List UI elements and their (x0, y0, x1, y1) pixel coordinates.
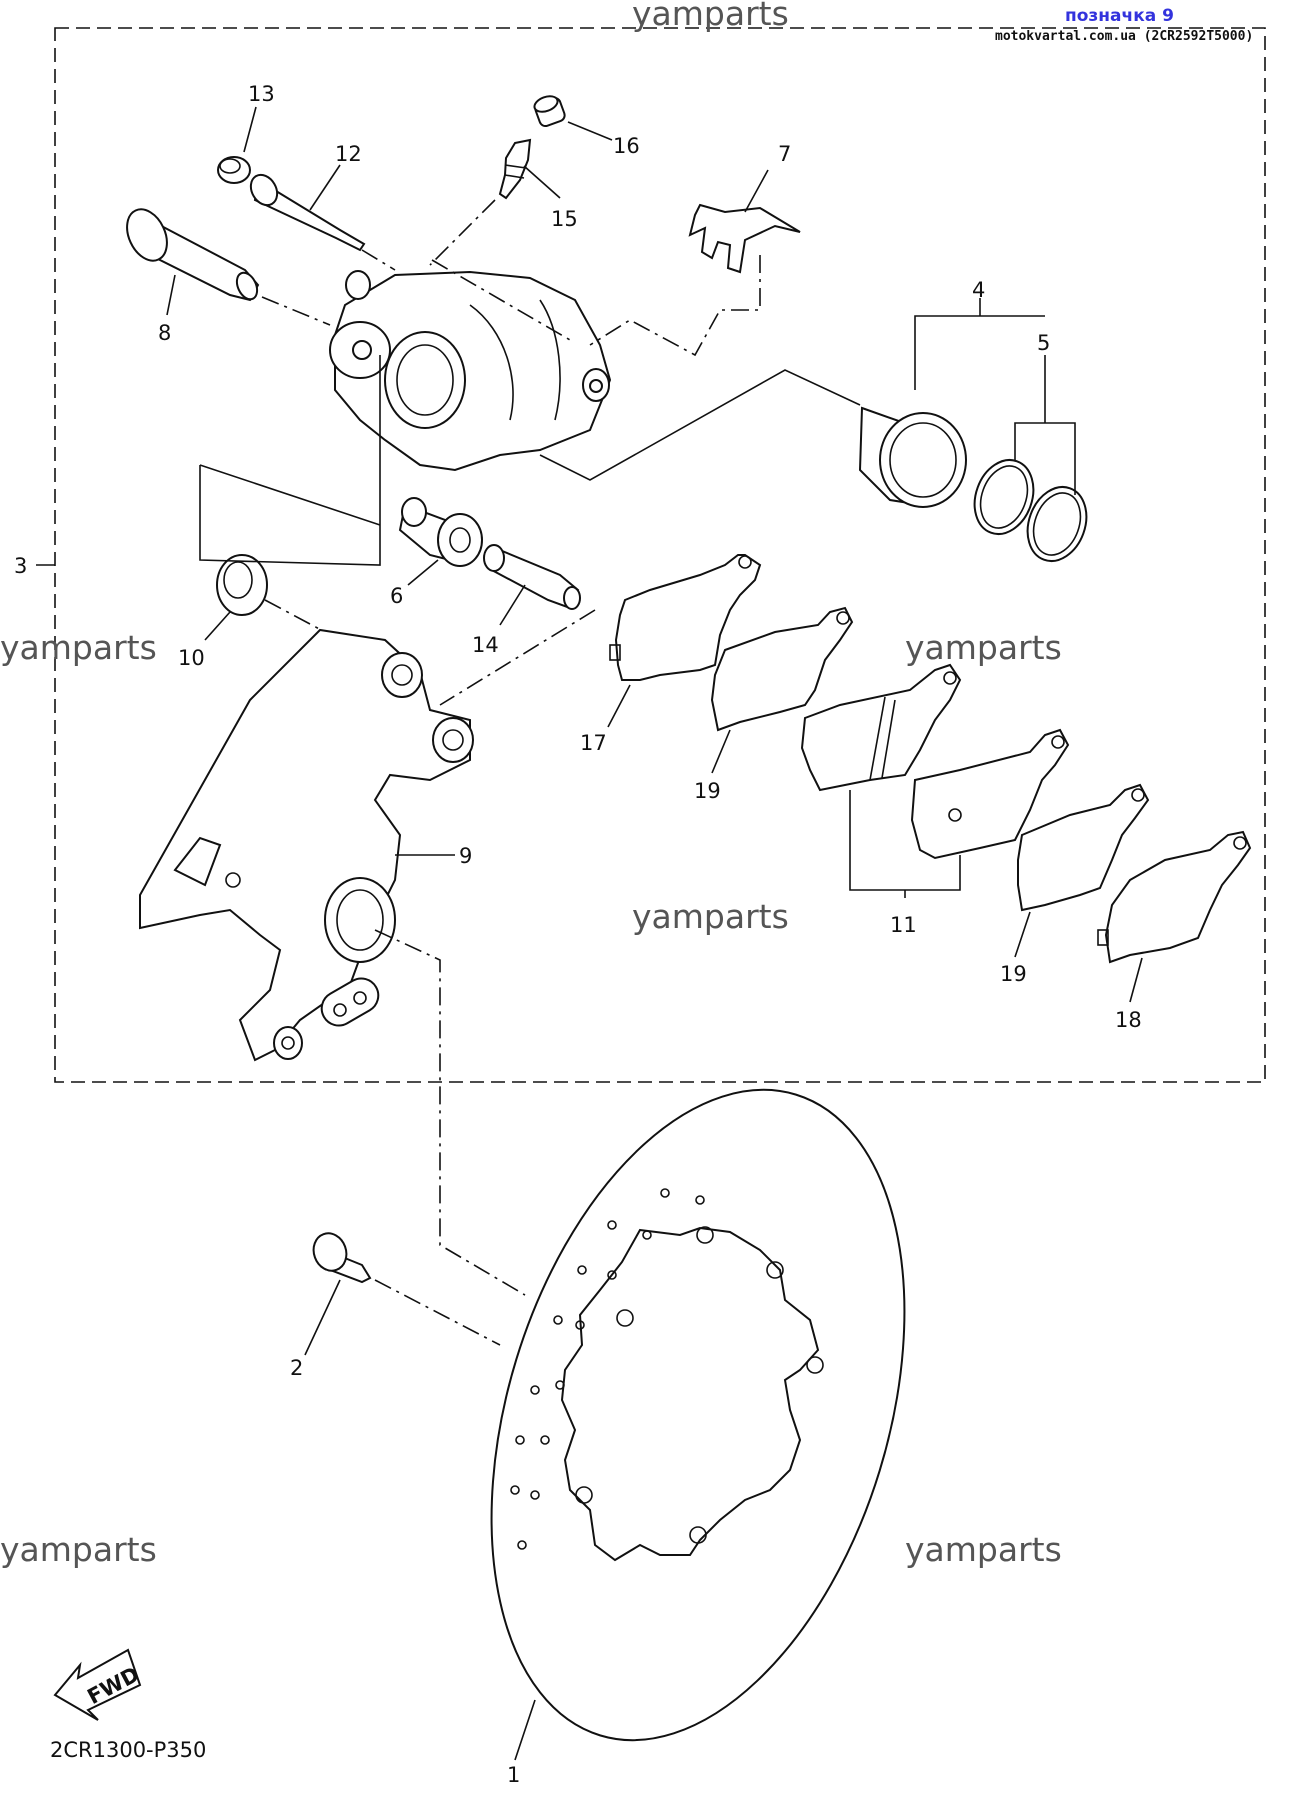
pad-shim (1017, 783, 1150, 912)
leader-disc-bolt (374, 1279, 501, 1346)
callout-19b: 19 (1000, 962, 1027, 986)
callout-10: 10 (178, 646, 205, 670)
leader-19 (711, 729, 731, 774)
leader-rotor (374, 929, 526, 1296)
leader-spring (589, 255, 761, 357)
callout-9: 9 (459, 844, 472, 868)
diagram-reference-code: 2CR1300-P350 (50, 1738, 206, 1762)
callout-4: 4 (972, 278, 985, 302)
tag-label: позначка 9 (1065, 6, 1174, 26)
leader-bolt2 (439, 609, 596, 706)
leader-8 (166, 274, 176, 316)
brake-pad (800, 663, 962, 792)
brake-disc (490, 1088, 906, 1742)
leader-bolt (261, 296, 331, 326)
callout-16: 16 (613, 134, 640, 158)
caliper-body (329, 270, 612, 472)
leader-10 (204, 611, 231, 641)
leader-17 (607, 684, 631, 728)
support-bolt (483, 544, 581, 610)
watermark: yamparts (0, 1530, 157, 1569)
callout-labels: 1 2 3 4 5 6 7 8 9 10 11 12 13 14 15 16 1… (14, 82, 1142, 1787)
leader-2 (304, 1279, 341, 1356)
leader-6 (407, 559, 439, 586)
callout-19a: 19 (694, 779, 721, 803)
dust-seal (1026, 486, 1088, 562)
callout-3: 3 (14, 554, 27, 578)
pad-shim (1097, 830, 1252, 964)
callout-17: 17 (580, 731, 607, 755)
caliper-assembly-frame (54, 27, 1266, 1083)
bleeder-cap (533, 95, 566, 128)
leader-bracket (199, 355, 381, 566)
leader-14 (499, 584, 526, 626)
leader-7 (744, 169, 769, 213)
pad-spring (688, 203, 801, 274)
caliper-bracket (139, 628, 474, 1062)
leader-15 (523, 165, 561, 199)
source-label: motokvartal.com.ua (2CR2592T5000) (995, 29, 1253, 44)
callout-18: 18 (1115, 1008, 1142, 1032)
watermark: yamparts (0, 628, 157, 667)
callout-11: 11 (890, 913, 917, 937)
leader-19 (1014, 911, 1031, 958)
slide-bolt (126, 208, 260, 302)
leader-16 (567, 121, 613, 141)
watermark: yamparts (905, 628, 1062, 667)
piston-seal (973, 459, 1035, 535)
leader-piston (539, 369, 861, 481)
pad-shim (609, 554, 762, 681)
leader-1 (514, 1699, 536, 1761)
callout-6: 6 (390, 584, 403, 608)
brake-pad (910, 728, 1070, 860)
pin-plug (217, 156, 251, 184)
leader-bracket (199, 464, 381, 526)
leader-pin (361, 249, 396, 271)
leader-12 (309, 164, 341, 211)
callout-15: 15 (551, 207, 578, 231)
watermark: yamparts (632, 0, 789, 33)
sleeve (398, 497, 483, 567)
caliper-piston (858, 406, 967, 508)
callout-12: 12 (335, 142, 362, 166)
pad-pin (249, 173, 366, 252)
callout-14: 14 (472, 633, 499, 657)
bleed-screw (498, 138, 532, 200)
boot (216, 554, 268, 616)
leader-4 (914, 315, 1045, 390)
leader-13 (243, 106, 257, 153)
callout-2: 2 (290, 1356, 303, 1380)
pad-shim (710, 606, 854, 732)
callout-8: 8 (158, 321, 171, 345)
watermark: yamparts (632, 897, 789, 936)
callout-7: 7 (778, 142, 791, 166)
leader-bleed (429, 199, 496, 266)
callout-13: 13 (248, 82, 275, 106)
disc-bolt (312, 1232, 372, 1284)
leader-18 (1129, 957, 1143, 1003)
forward-arrow-icon: FWD (53, 1648, 143, 1721)
leader-bleed (431, 259, 571, 341)
callout-5: 5 (1037, 331, 1050, 355)
watermark: yamparts (905, 1530, 1062, 1569)
callout-1: 1 (507, 1763, 520, 1787)
